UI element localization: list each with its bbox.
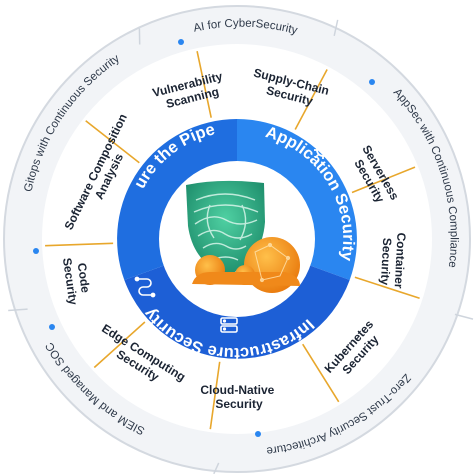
middle-divider-line	[85, 120, 140, 164]
bullet-dot	[369, 79, 375, 85]
outer-ring-dividers	[8, 19, 474, 474]
middle-divider-line	[196, 51, 212, 118]
bullet-dot	[33, 248, 39, 254]
middle-divider-line	[294, 69, 328, 130]
pipeline-icon	[134, 276, 156, 298]
mid-label-code: Code Security	[60, 255, 94, 306]
middle-divider-line	[302, 343, 340, 403]
middle-ring-dividers	[45, 51, 420, 430]
middle-divider-line	[351, 166, 416, 194]
sphere-base	[192, 272, 300, 286]
shield-shape	[186, 180, 265, 276]
middle-divider-line	[209, 361, 221, 430]
middle-divider-line	[354, 276, 420, 300]
mid-label-cloud-native: Cloud-Native Security	[200, 383, 277, 411]
shield-cloud-icon	[186, 180, 300, 293]
middle-divider-line	[45, 242, 114, 247]
fingerprint-lines	[193, 193, 259, 261]
gear-icon	[314, 141, 332, 159]
network-lines	[254, 242, 291, 283]
bullet-dot	[49, 324, 55, 330]
server-icon	[220, 317, 238, 333]
middle-divider-line	[93, 321, 146, 369]
bullet-dot	[178, 39, 184, 45]
bullet-dot	[255, 431, 261, 437]
mid-label-container: Container Security	[377, 231, 408, 292]
